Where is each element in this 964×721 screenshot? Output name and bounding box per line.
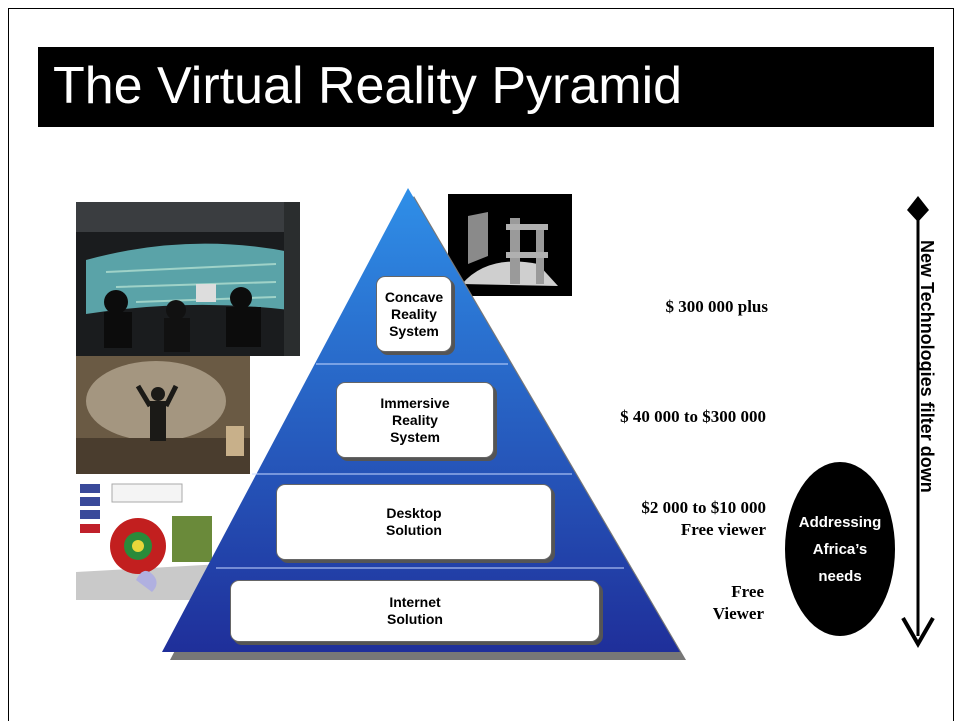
price-immersive: $ 40 000 to $300 000: [620, 407, 766, 426]
title-bar: [38, 47, 934, 127]
photo-control-room: [76, 202, 300, 356]
side-caption: New Technologies filter down: [917, 240, 937, 493]
price-concave: $ 300 000 plus: [665, 297, 769, 316]
photo-desktop-screenshot: [76, 480, 222, 600]
slide-frame: [8, 8, 954, 721]
africa-needs-oval: Addressing Africa’s needs: [785, 462, 895, 636]
price-desktop: $2 000 to $10 000 Free viewer: [641, 498, 766, 539]
photo-concave-system: [448, 194, 572, 296]
photo-immersive-user: [76, 356, 250, 474]
slide-title: The Virtual Reality Pyramid: [53, 57, 683, 115]
tier-label-immersive: Immersive Reality System: [336, 382, 494, 458]
tier-label-desktop: Desktop Solution: [276, 484, 552, 560]
filter-down-arrow-icon: [901, 196, 935, 649]
tier-label-internet: Internet Solution: [230, 580, 600, 642]
price-internet: Free Viewer: [712, 582, 764, 623]
tier-label-concave: Concave Reality System: [376, 276, 452, 352]
